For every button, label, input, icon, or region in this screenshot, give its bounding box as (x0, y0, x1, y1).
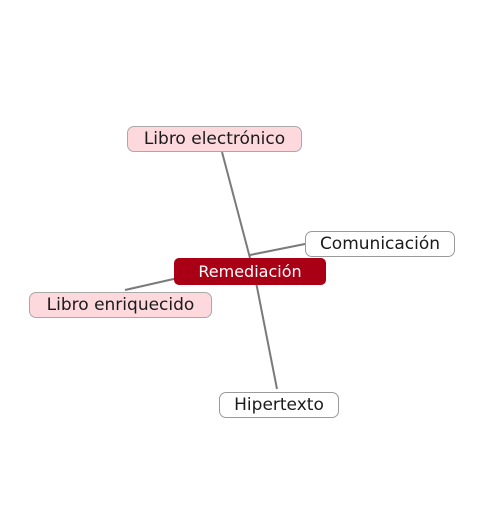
connector-comunicacion (249, 243, 306, 256)
connector-libro-enriquecido (124, 277, 179, 291)
node-hipertexto[interactable]: Hipertexto (219, 392, 339, 418)
connector-libro-electronico (221, 151, 251, 259)
node-libro-electronico[interactable]: Libro electrónico (127, 126, 302, 152)
node-comunicacion[interactable]: Comunicación (305, 231, 455, 257)
connector-hipertexto (255, 281, 278, 390)
node-libro-enriquecido[interactable]: Libro enriquecido (29, 292, 212, 318)
node-remediacion[interactable]: Remediación (174, 258, 326, 285)
